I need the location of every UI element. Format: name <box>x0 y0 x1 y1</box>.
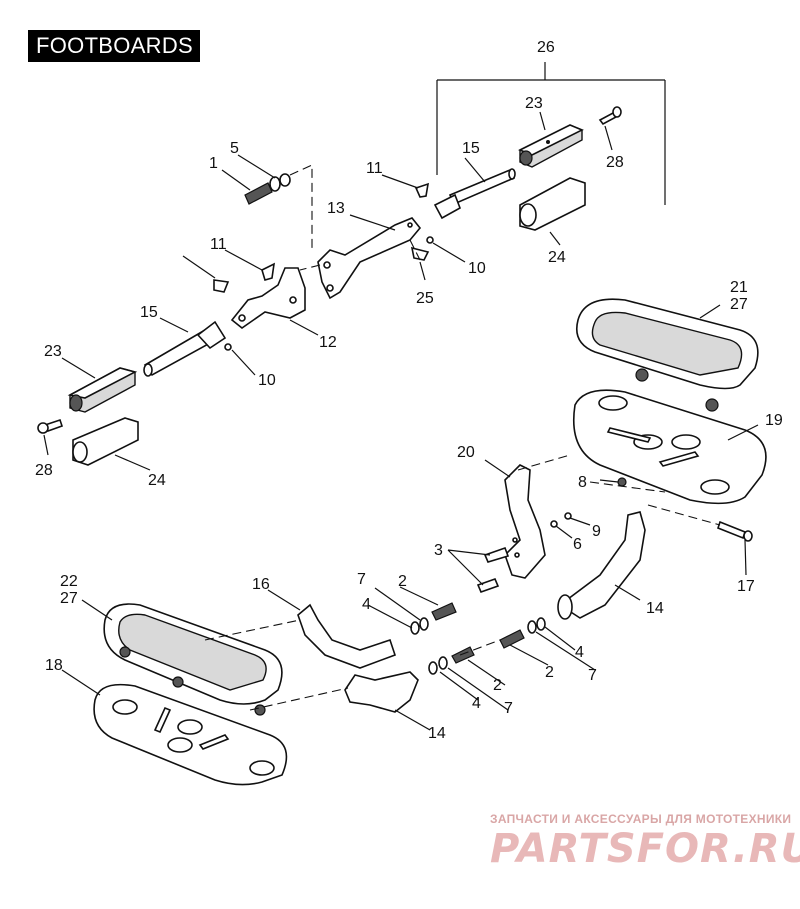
footboard-pad-22[interactable] <box>103 603 283 716</box>
callout-18: 18 <box>45 657 63 674</box>
callout-13: 13 <box>327 200 345 217</box>
callout-20: 20 <box>457 444 475 461</box>
callout-7-upper-left: 7 <box>357 571 366 588</box>
callout-labels: 26 23 28 15 24 5 1 11 13 10 25 11 12 15 … <box>35 39 783 742</box>
clip-upper-10[interactable] <box>426 236 434 244</box>
footboard-plate-19[interactable] <box>573 389 767 505</box>
callout-26-bracket <box>436 62 666 205</box>
washer-4-right[interactable] <box>536 617 546 631</box>
footboard-mount-16[interactable] <box>297 603 397 669</box>
footboard-mount-14-left[interactable] <box>344 671 419 713</box>
footpeg-rubber-lower-24[interactable] <box>72 417 139 466</box>
callout-28-lower: 28 <box>35 462 53 479</box>
callout-24-lower: 24 <box>148 472 166 489</box>
footpeg-rubber-upper-24[interactable] <box>519 177 586 231</box>
footboard-bracket-12[interactable] <box>230 267 306 329</box>
footboard-plate-18[interactable] <box>93 683 288 786</box>
washer-7-lower-left[interactable] <box>438 656 448 670</box>
callout-5: 5 <box>230 140 239 157</box>
washer-7-upper-left[interactable] <box>419 617 429 631</box>
callout-4-lower-left: 4 <box>472 695 481 712</box>
screw-lower-28[interactable] <box>37 418 64 434</box>
washer-upper-25[interactable] <box>410 246 430 261</box>
pivot-pin-upper-15[interactable] <box>433 168 516 220</box>
watermark-logo: PARTSFOR.RU <box>490 826 800 872</box>
pin-upper-11[interactable] <box>414 182 430 198</box>
callout-14-left: 14 <box>428 725 446 742</box>
footboard-mount-14-right[interactable] <box>557 511 646 620</box>
clip-lower-10[interactable] <box>224 343 232 351</box>
footpeg-upper-23[interactable] <box>518 124 584 168</box>
callout-19: 19 <box>765 412 783 429</box>
watermark-tagline: ЗАПЧАСТИ И АКСЕССУАРЫ ДЛЯ МОТОТЕХНИКИ <box>490 812 792 826</box>
callout-1: 1 <box>209 155 218 172</box>
callout-7-lower-left: 7 <box>504 700 513 717</box>
bolt-2-right[interactable] <box>499 629 525 649</box>
callout-2-upper-left: 2 <box>398 573 407 590</box>
callout-11-lower: 11 <box>210 236 227 253</box>
callout-27-upper: 27 <box>730 296 748 313</box>
callout-10-lower: 10 <box>258 372 276 389</box>
callout-4-right: 4 <box>575 644 584 661</box>
bolts-3[interactable] <box>476 546 510 594</box>
callout-24-upper: 24 <box>548 249 566 266</box>
page-title: FOOTBOARDS <box>28 30 200 62</box>
washer-5[interactable] <box>279 173 291 187</box>
callout-21: 21 <box>730 279 748 296</box>
callout-4-upper-left: 4 <box>362 596 371 613</box>
footpeg-lower-23[interactable] <box>67 367 138 413</box>
callout-6: 6 <box>573 536 582 553</box>
callout-17: 17 <box>737 578 755 595</box>
callout-2-lower-left: 2 <box>493 677 502 694</box>
pivot-pin-lower-15[interactable] <box>143 320 227 377</box>
callout-10-upper: 10 <box>468 260 486 277</box>
washer-4-lower-left[interactable] <box>428 661 438 675</box>
callout-23-upper: 23 <box>525 95 543 112</box>
callout-11-upper: 11 <box>366 160 383 177</box>
callout-9: 9 <box>592 523 601 540</box>
callout-12: 12 <box>319 334 337 351</box>
screw-upper-28[interactable] <box>598 106 622 126</box>
callout-2-right: 2 <box>545 664 554 681</box>
bolt-2-upper-left[interactable] <box>431 602 457 621</box>
washer-lower-25[interactable] <box>213 279 230 293</box>
callout-16: 16 <box>252 576 270 593</box>
callout-15-lower: 15 <box>140 304 158 321</box>
bolt-17[interactable] <box>717 520 753 542</box>
bolt-1[interactable] <box>244 176 281 205</box>
pin-lower-11[interactable] <box>261 262 276 281</box>
callout-26: 26 <box>537 39 555 56</box>
washer-4-upper-left[interactable] <box>410 621 420 635</box>
washer-9[interactable] <box>564 512 572 520</box>
callout-3: 3 <box>434 542 443 559</box>
callout-27-lower: 27 <box>60 590 78 607</box>
callout-14-right: 14 <box>646 600 664 617</box>
nut-8[interactable] <box>617 477 627 487</box>
callout-25-upper: 25 <box>416 290 434 307</box>
callout-28-upper: 28 <box>606 154 624 171</box>
footboard-pad-21[interactable] <box>576 298 759 412</box>
callout-8: 8 <box>578 474 587 491</box>
callout-22: 22 <box>60 573 78 590</box>
washer-7-right[interactable] <box>527 620 537 634</box>
callout-7-right: 7 <box>588 667 597 684</box>
washer-6[interactable] <box>550 520 558 528</box>
callout-15-upper: 15 <box>462 140 480 157</box>
callout-23-lower: 23 <box>44 343 62 360</box>
footboard-bracket-13[interactable] <box>317 217 422 300</box>
bolt-2-lower-left[interactable] <box>451 646 475 664</box>
support-bracket-20[interactable] <box>504 464 546 579</box>
